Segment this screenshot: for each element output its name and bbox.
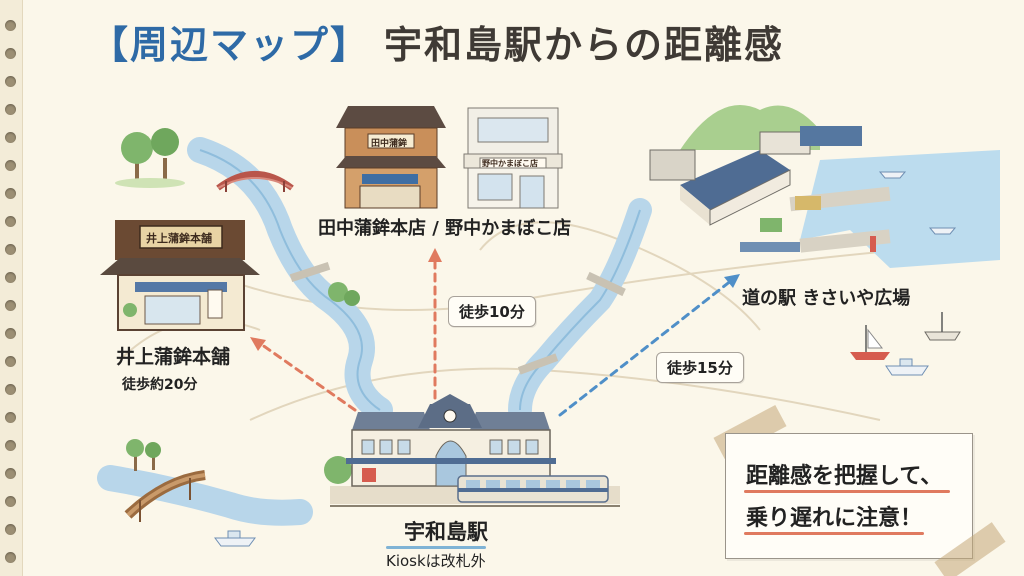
tree-icon	[126, 439, 161, 471]
route-arrow-michinoeki	[558, 278, 734, 417]
binding-ring	[5, 300, 16, 311]
binding-ring	[5, 552, 16, 563]
boat-icon	[878, 171, 957, 235]
place-label-tanaka-nonaka: 田中蒲鉾本店 / 野中かまぼこ店	[318, 218, 572, 239]
tanaka-sign: 田中蒲鉾	[371, 139, 408, 149]
bridge-icon	[216, 171, 294, 192]
title-bracket-left: 【	[90, 23, 131, 67]
bridge-icon	[124, 470, 206, 522]
shop-icon	[336, 106, 446, 209]
michinoeki-building	[649, 126, 862, 252]
small-bridge	[586, 271, 626, 297]
walk-tag-tanaka: 徒歩10分	[448, 296, 536, 327]
binding-ring	[5, 244, 16, 255]
binding-ring	[5, 76, 16, 87]
memo-note: 距離感を把握して、 乗り遅れに注意！	[725, 433, 973, 559]
train-icon	[330, 475, 620, 507]
place-label-station: 宇和島駅	[404, 520, 488, 544]
binding-ring	[5, 384, 16, 395]
inoue-sign: 井上蒲鉾本舗	[146, 232, 212, 245]
clock-icon	[443, 409, 457, 423]
river-center	[508, 198, 652, 422]
title-heading: 周辺マップ	[130, 23, 331, 67]
arrow-head-icon	[428, 248, 442, 262]
binding-ring	[5, 524, 16, 535]
harbor	[789, 150, 1000, 268]
river-bottom-left	[97, 465, 313, 526]
binding-ring	[5, 20, 16, 31]
tree-icon	[115, 128, 185, 188]
binding-ring	[5, 328, 16, 339]
small-bridge	[289, 262, 331, 282]
station-underline	[386, 546, 486, 549]
memo-line-2: 乗り遅れに注意！	[746, 506, 923, 531]
route-arrow-inoue	[256, 340, 357, 412]
binding-ring	[5, 188, 16, 199]
boat-icon	[214, 530, 256, 547]
shop-icon	[463, 107, 563, 209]
nonaka-sign: 野中かまぼこ店	[482, 159, 538, 168]
page-title: 【周辺マップ】宇和島駅からの距離感	[90, 14, 784, 69]
binding-ring	[5, 496, 16, 507]
arrow-head-icon	[250, 337, 266, 351]
memo-underline-1	[744, 490, 950, 493]
arrow-head-icon	[724, 274, 740, 288]
binding-ring	[5, 356, 16, 367]
binding-ring	[5, 160, 16, 171]
binding-ring	[5, 412, 16, 423]
small-bridge	[517, 353, 559, 375]
memo-underline-2	[744, 532, 924, 535]
walk-tag-michinoeki: 徒歩15分	[656, 352, 744, 383]
binding-ring	[5, 440, 16, 451]
title-bracket-right: 】	[330, 23, 371, 67]
binding-ring	[5, 216, 16, 227]
title-subtitle: 宇和島駅からの距離感	[384, 23, 785, 67]
binding-ring	[5, 48, 16, 59]
place-label-michinoeki: 道の駅 きさいや広場	[742, 288, 911, 309]
binding-ring	[5, 132, 16, 143]
station-kiosk-note: Kioskは改札外	[386, 552, 486, 570]
binding-ring	[5, 104, 16, 115]
river-left	[187, 137, 393, 423]
binding-ring	[5, 468, 16, 479]
place-label-inoue: 井上蒲鉾本舗	[116, 346, 231, 368]
boat-icon	[885, 358, 929, 376]
boat-icon	[924, 312, 961, 341]
walk-time-inoue: 徒歩約20分	[122, 377, 198, 393]
shop-icon	[100, 220, 260, 331]
notebook-binding	[0, 0, 23, 576]
binding-ring	[5, 272, 16, 283]
boat-icon	[850, 325, 890, 360]
memo-line-1: 距離感を把握して、	[746, 464, 943, 489]
tree-icon	[324, 282, 360, 484]
